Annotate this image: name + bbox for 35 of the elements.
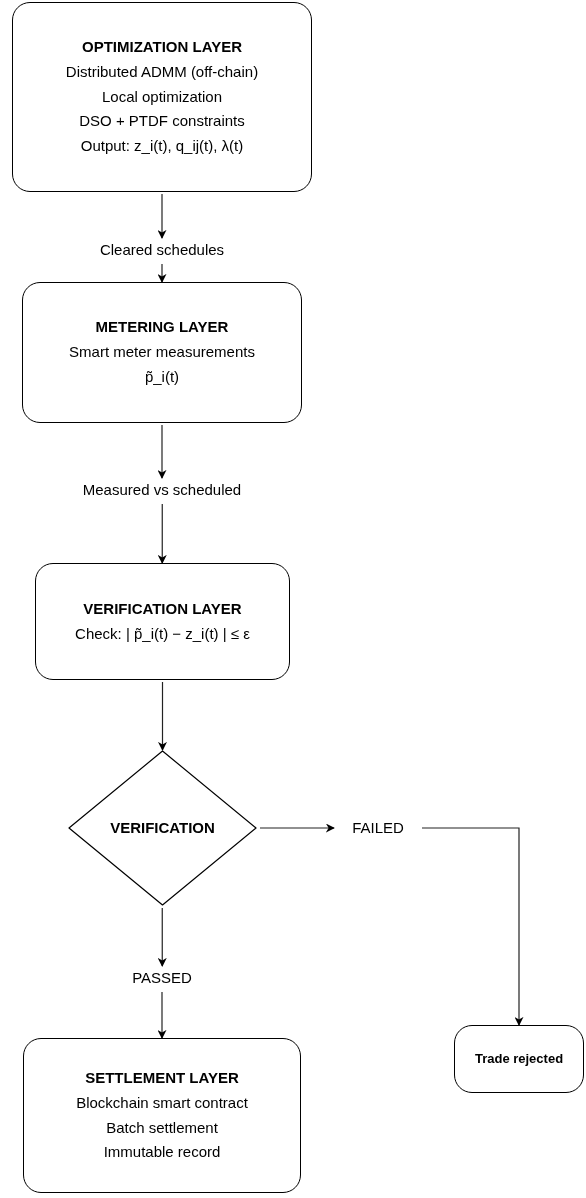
process-box xyxy=(35,563,290,680)
box-text: Local optimization xyxy=(101,87,223,107)
box-heading: VERIFICATION xyxy=(110,818,215,838)
process-box xyxy=(23,1038,301,1193)
box-text: Smart meter measurements xyxy=(69,343,255,362)
arrow xyxy=(157,424,167,479)
box-text: DSO + PTDF constraints xyxy=(79,112,245,132)
arrow xyxy=(157,991,167,1039)
box-heading: METERING LAYER xyxy=(95,318,229,338)
arrow xyxy=(157,503,167,564)
flow-label: Measured vs scheduled xyxy=(78,478,246,502)
arrow xyxy=(158,681,167,751)
arrow xyxy=(421,827,524,1026)
arrow xyxy=(259,823,335,833)
box-text: Distributed ADMM (off-chain) xyxy=(65,62,259,82)
process-box xyxy=(22,282,302,423)
decision-diamond xyxy=(68,750,257,906)
box-text: Immutable record xyxy=(103,1143,221,1162)
box-text: Batch settlement xyxy=(106,1118,218,1138)
flow-label: FAILED xyxy=(340,816,416,840)
flow-label: Cleared schedules xyxy=(95,238,229,262)
flow-label: PASSED xyxy=(118,966,206,990)
box-heading: OPTIMIZATION LAYER xyxy=(82,38,242,57)
box-heading: SETTLEMENT LAYER xyxy=(85,1069,239,1088)
arrow xyxy=(157,263,167,283)
box-text: Check: | p̃_i(t) − z_i(t) | ≤ ε xyxy=(75,624,250,644)
box-text: Output: z_i(t), q_ij(t), λ(t) xyxy=(80,137,244,156)
box-heading: Trade rejected xyxy=(474,1050,564,1068)
arrow xyxy=(157,193,167,239)
box-heading: VERIFICATION LAYER xyxy=(83,599,242,619)
box-text: Blockchain smart contract xyxy=(76,1093,248,1113)
process-box xyxy=(12,2,312,192)
arrow xyxy=(157,907,167,967)
box-text: p̃_i(t) xyxy=(144,367,180,387)
process-box xyxy=(454,1025,584,1093)
